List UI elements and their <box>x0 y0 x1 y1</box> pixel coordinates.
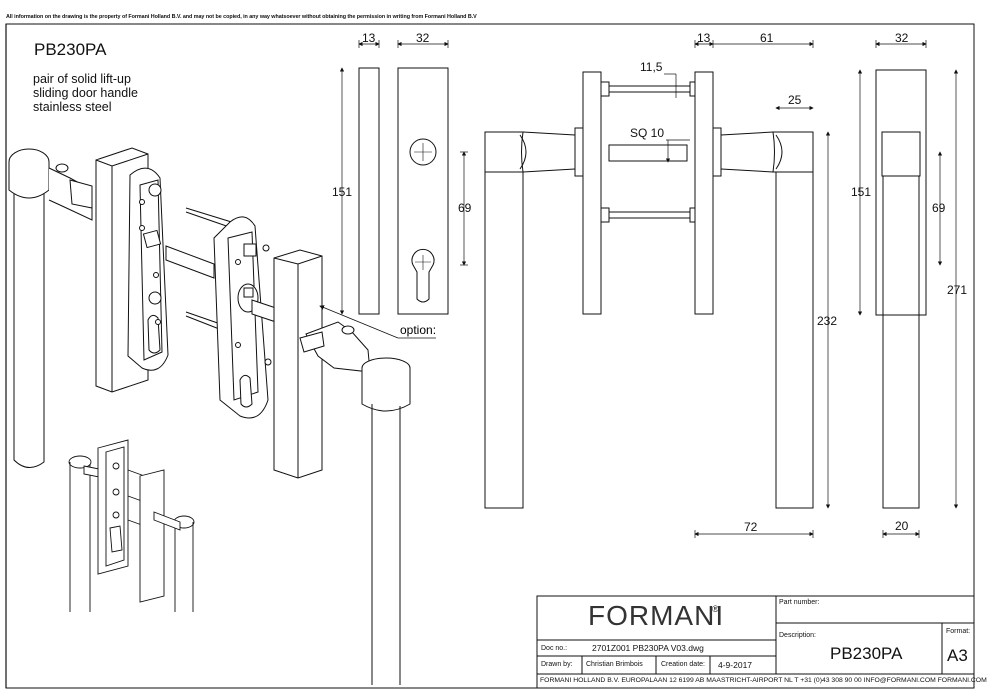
dim-label: 61 <box>760 31 774 45</box>
description-label: Description: <box>779 632 816 639</box>
description-line: sliding door handle <box>33 86 138 100</box>
dim-label: 25 <box>788 93 802 107</box>
creation-date-label: Creation date: <box>661 661 705 668</box>
dim-label: 271 <box>947 283 967 297</box>
company-footer: FORMANI HOLLAND B.V. EUROPALAAN 12 6199 … <box>540 677 987 684</box>
dim-label: 13 <box>362 31 376 45</box>
format-label: Format: <box>946 628 971 635</box>
dim-label: 151 <box>851 185 871 199</box>
drawn-by-value: Christian Brimbois <box>586 661 643 668</box>
isometric-small <box>68 439 195 612</box>
option-leader <box>319 305 436 339</box>
dim-label: 32 <box>895 31 909 45</box>
dim-label: 69 <box>932 201 946 215</box>
product-title: PB230PA <box>34 40 107 59</box>
description-value: PB230PA <box>830 644 903 663</box>
dim-label: SQ 10 <box>630 126 664 140</box>
plate-elevation <box>358 67 449 315</box>
sheet-border <box>5 23 975 689</box>
dim-label: 232 <box>817 314 837 328</box>
dim-label: 72 <box>744 520 758 534</box>
dim-label: 32 <box>416 31 430 45</box>
format-value: A3 <box>947 646 968 665</box>
creation-date-value: 4-9-2017 <box>718 660 753 670</box>
drawn-by-label: Drawn by: <box>541 661 573 668</box>
side-view <box>875 69 927 509</box>
description-line: pair of solid lift-up <box>33 72 131 86</box>
product-description: pair of solid lift-up sliding door handl… <box>33 72 193 114</box>
section-view <box>484 71 814 509</box>
isometric-assembly <box>8 147 411 685</box>
dim-label: 69 <box>458 201 472 215</box>
brand-registered-mark: ® <box>712 604 719 614</box>
dim-label: 13 <box>697 31 711 45</box>
part-number-label: Part number: <box>779 599 820 606</box>
option-label: option: <box>400 323 436 337</box>
dimension-labels: 13 32 151 69 13 61 11,5 SQ 10 25 232 72 … <box>332 31 967 534</box>
dim-label: 151 <box>332 185 352 199</box>
disclaimer-text: All information on the drawing is the pr… <box>6 14 477 20</box>
description-line: stainless steel <box>33 100 112 114</box>
dim-label: 11,5 <box>640 60 663 74</box>
doc-no-value: 2701Z001 PB230PA V03.dwg <box>592 643 704 653</box>
dim-label: 20 <box>895 519 909 533</box>
brand-logo: FORMANI <box>588 600 725 631</box>
dimension-lines <box>339 40 959 538</box>
doc-no-label: Doc no.: <box>541 645 568 652</box>
title-block-frame <box>536 595 975 689</box>
